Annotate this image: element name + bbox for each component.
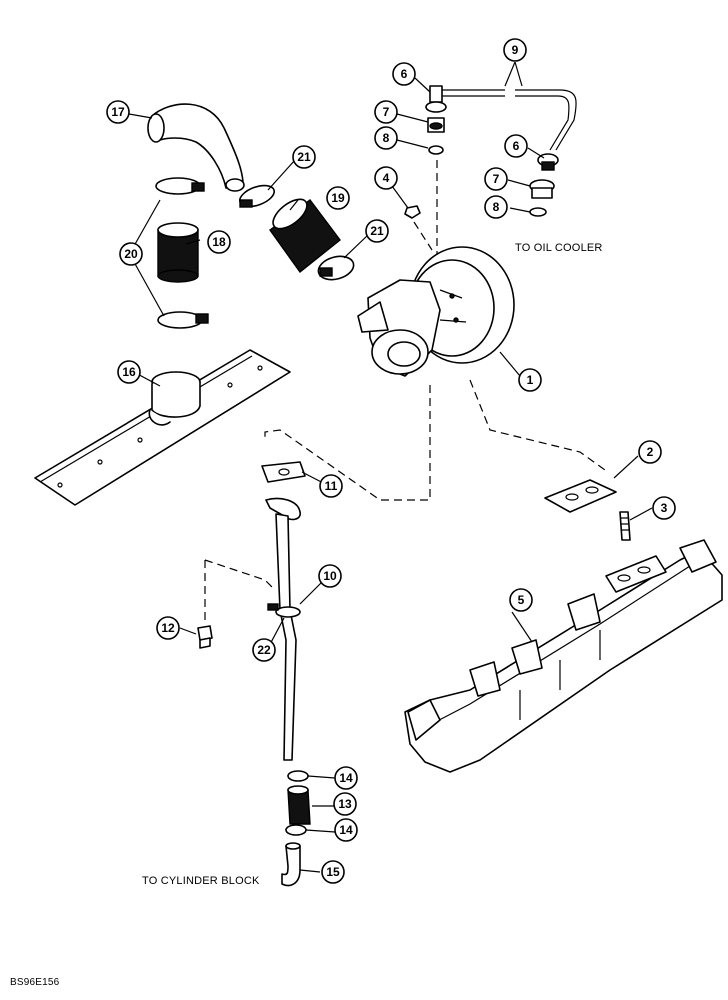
callout-10: 10 xyxy=(318,564,342,588)
callout-13: 13 xyxy=(333,792,357,816)
drain-tube-10 xyxy=(265,497,301,761)
clamp-14-lower xyxy=(285,824,307,836)
svg-text:3: 3 xyxy=(661,501,668,515)
callout-6-right: 6 xyxy=(504,134,528,158)
svg-text:21: 21 xyxy=(370,224,384,238)
clamp-21-upper xyxy=(239,184,275,208)
callout-5: 5 xyxy=(509,588,533,612)
fitting-6-left xyxy=(425,85,447,113)
turbocharger-1 xyxy=(357,246,515,377)
gasket-11 xyxy=(261,461,306,483)
svg-text:6: 6 xyxy=(401,67,408,81)
svg-text:21: 21 xyxy=(297,150,311,164)
callout-17: 17 xyxy=(106,100,130,124)
callout-8-left: 8 xyxy=(374,126,398,150)
callout-19: 19 xyxy=(326,186,350,210)
fitting-7-left xyxy=(427,117,445,133)
callout-7-left: 7 xyxy=(374,100,398,124)
svg-text:9: 9 xyxy=(512,43,519,57)
callout-2: 2 xyxy=(638,440,662,464)
hose-19 xyxy=(269,198,341,274)
callout-18: 18 xyxy=(207,230,231,254)
svg-text:5: 5 xyxy=(518,593,525,607)
bolt-12 xyxy=(197,625,213,649)
svg-text:8: 8 xyxy=(383,131,390,145)
tube-15 xyxy=(281,842,301,887)
clamp-20-upper xyxy=(155,177,205,195)
svg-text:15: 15 xyxy=(326,865,340,879)
callout-8-right: 8 xyxy=(484,195,508,219)
to-oil-cooler-label: TO OIL COOLER xyxy=(515,242,603,254)
to-cylinder-block-label: TO CYLINDER BLOCK xyxy=(142,875,260,887)
hose-18 xyxy=(157,222,199,283)
clamp-14-upper xyxy=(287,770,309,782)
callout-22: 22 xyxy=(252,638,276,662)
callout-20: 20 xyxy=(119,242,143,266)
callout-16: 16 xyxy=(117,360,141,384)
clamp-22 xyxy=(267,603,301,618)
callout-9: 9 xyxy=(503,38,527,62)
svg-text:20: 20 xyxy=(124,247,138,261)
svg-text:8: 8 xyxy=(493,200,500,214)
svg-text:13: 13 xyxy=(338,797,352,811)
callout-11: 11 xyxy=(319,474,343,498)
svg-text:7: 7 xyxy=(383,105,390,119)
svg-text:2: 2 xyxy=(647,445,654,459)
hose-13 xyxy=(287,785,311,825)
svg-text:19: 19 xyxy=(331,191,345,205)
callout-21-lower: 21 xyxy=(365,219,389,243)
exhaust-manifold-5 xyxy=(404,539,723,773)
svg-text:12: 12 xyxy=(161,621,175,635)
callout-4: 4 xyxy=(374,166,398,190)
svg-text:4: 4 xyxy=(383,171,390,185)
fitting-7-right xyxy=(529,179,555,199)
callout-14-lower: 14 xyxy=(334,818,358,842)
svg-text:17: 17 xyxy=(111,105,125,119)
svg-text:1: 1 xyxy=(527,373,534,387)
o-ring-8-right xyxy=(529,207,547,217)
callout-3: 3 xyxy=(652,496,676,520)
callout-21-upper: 21 xyxy=(292,145,316,169)
svg-text:6: 6 xyxy=(513,139,520,153)
callout-7-right: 7 xyxy=(484,167,508,191)
exhaust-elbow-16 xyxy=(34,349,291,506)
elbow-hose-17 xyxy=(147,103,245,192)
figure-code: BS96E156 xyxy=(10,977,60,988)
stud-3 xyxy=(619,511,631,541)
svg-text:7: 7 xyxy=(493,172,500,186)
callout-14-upper: 14 xyxy=(334,766,358,790)
callout-6-left: 6 xyxy=(392,62,416,86)
callout-1: 1 xyxy=(518,368,542,392)
svg-text:14: 14 xyxy=(339,823,353,837)
clamp-20-lower xyxy=(157,311,209,329)
svg-text:18: 18 xyxy=(212,235,226,249)
callout-12: 12 xyxy=(156,616,180,640)
nut-4 xyxy=(404,205,421,219)
svg-text:10: 10 xyxy=(323,569,337,583)
gasket-2 xyxy=(544,479,617,513)
svg-text:11: 11 xyxy=(325,479,338,493)
fitting-6-right xyxy=(537,153,559,171)
callout-15: 15 xyxy=(321,860,345,884)
o-ring-8-left xyxy=(428,145,444,155)
reference-lines xyxy=(204,160,606,620)
oil-line-9 xyxy=(440,89,577,151)
clamp-21-lower xyxy=(317,255,355,281)
svg-text:16: 16 xyxy=(122,365,136,379)
svg-text:14: 14 xyxy=(339,771,353,785)
svg-text:22: 22 xyxy=(257,643,271,657)
